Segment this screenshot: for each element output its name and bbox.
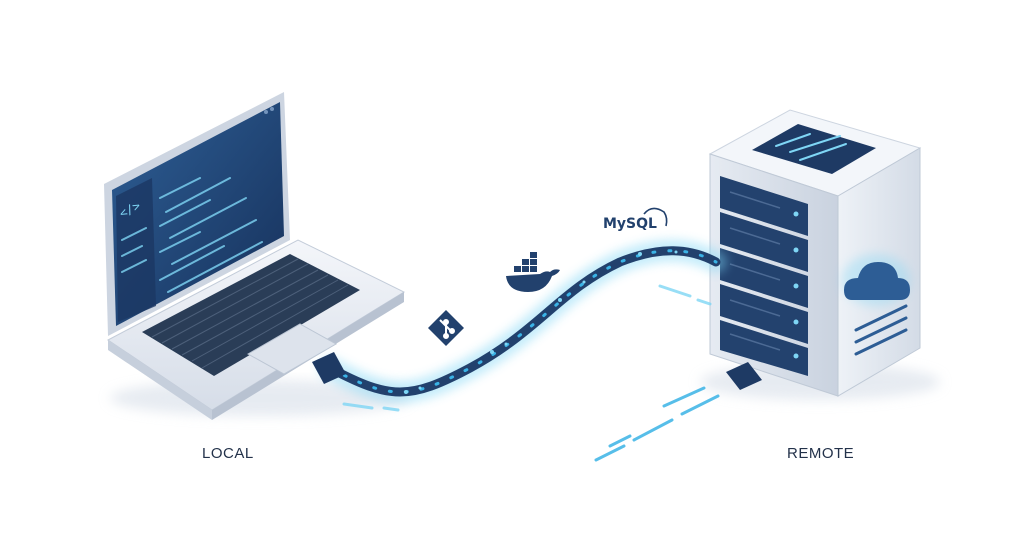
docker-icon	[506, 252, 560, 292]
cable-icon	[312, 239, 762, 462]
git-icon	[428, 310, 464, 346]
cloud-icon	[842, 254, 910, 306]
mysql-label: MySQL	[603, 216, 657, 232]
sparkle-dots	[404, 250, 678, 394]
remote-label: REMOTE	[787, 445, 855, 462]
local-label: LOCAL	[202, 445, 254, 462]
mysql-icon: MySQL	[603, 207, 668, 232]
server-icon	[700, 109, 940, 400]
laptop-icon: </>	[104, 92, 410, 420]
